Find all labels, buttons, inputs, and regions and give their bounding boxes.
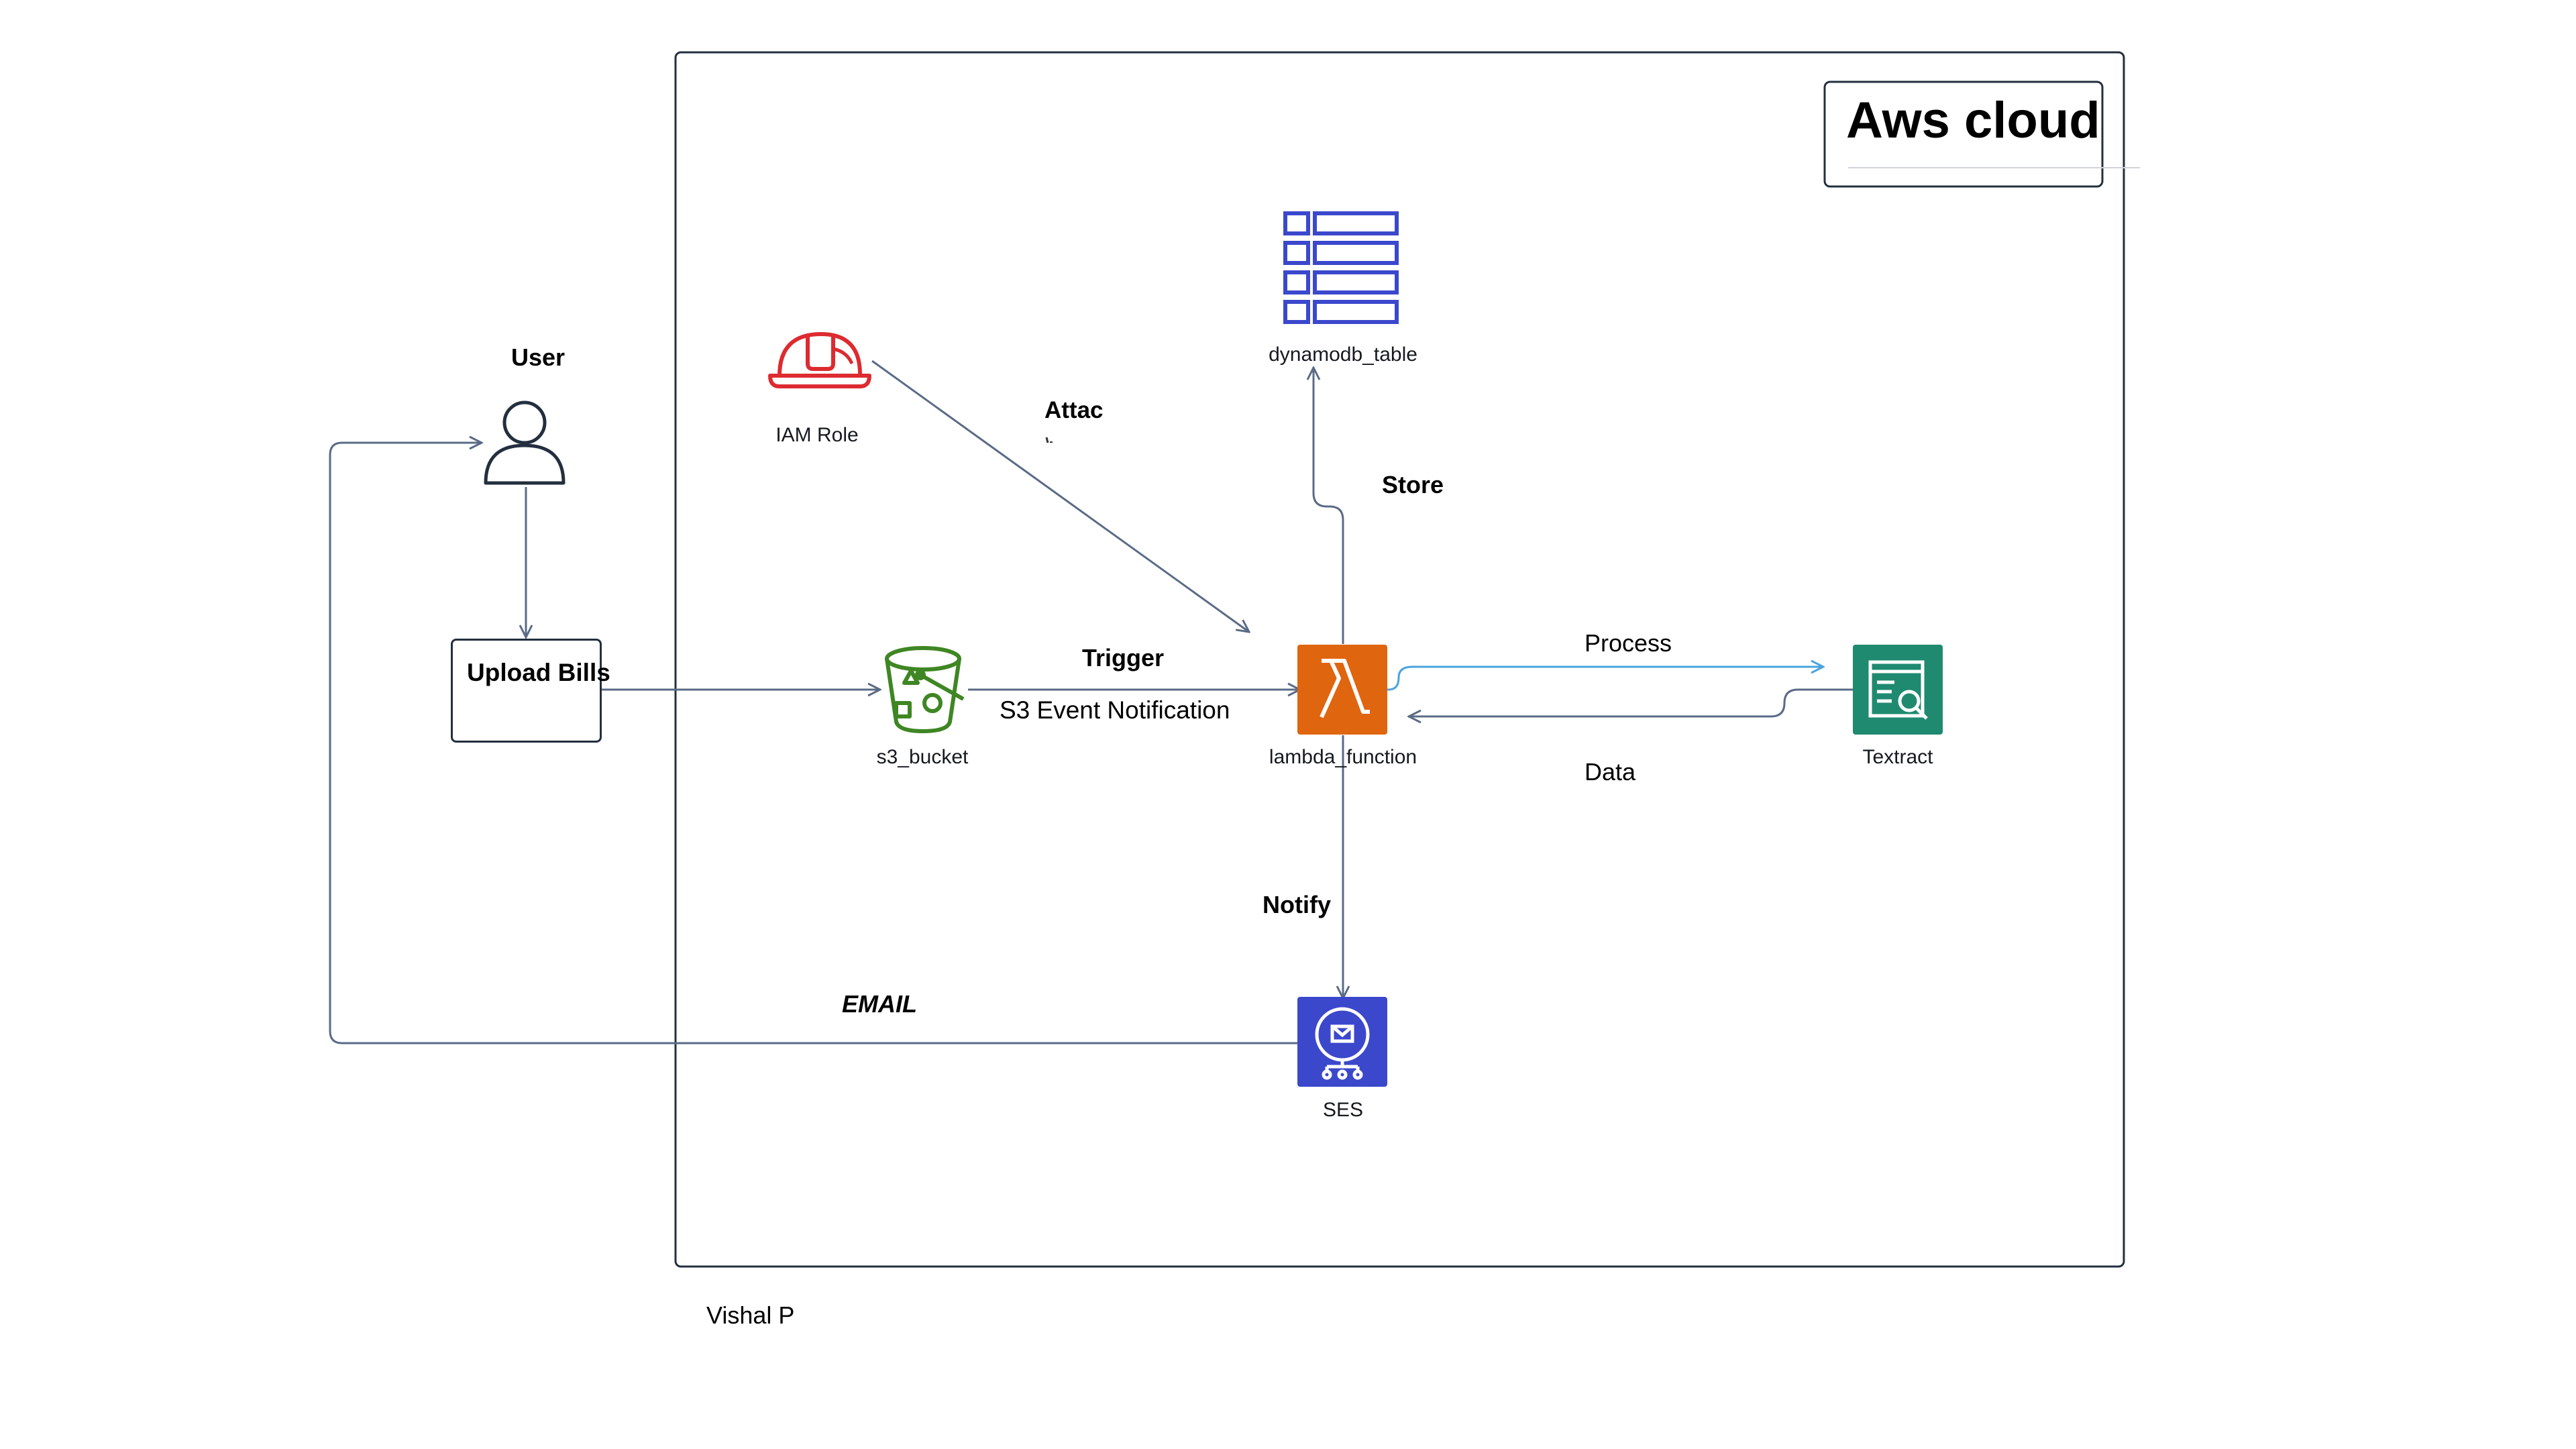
aws-cloud-title-box bbox=[1823, 80, 2104, 188]
author-credit: Vishal P bbox=[706, 1301, 795, 1329]
edge-lambda-textract bbox=[1387, 667, 1823, 691]
upload-bills-box[interactable] bbox=[451, 639, 602, 743]
ses-icon bbox=[1297, 997, 1387, 1087]
iam-role-icon bbox=[768, 331, 871, 388]
s3-bucket-label: s3_bucket bbox=[876, 746, 969, 768]
dynamodb-table-label: dynamodb_table bbox=[1269, 343, 1417, 366]
textract-icon bbox=[1853, 645, 1943, 735]
edge-label-email: EMAIL bbox=[842, 990, 917, 1018]
edge-label-process: Process bbox=[1585, 629, 1672, 657]
s3-bucket-icon bbox=[885, 646, 965, 733]
textract-label: Textract bbox=[1862, 746, 1933, 768]
ses-label: SES bbox=[1322, 1099, 1364, 1121]
edge-lambda-dynamo bbox=[1313, 368, 1344, 644]
edge-iam-lambda bbox=[871, 360, 1249, 632]
attach-label-fragment bbox=[1045, 437, 1049, 443]
lambda-function-icon bbox=[1297, 645, 1387, 735]
edge-label-attach: Attac bbox=[1044, 397, 1104, 423]
user-icon bbox=[484, 400, 566, 485]
edge-ses-user bbox=[329, 443, 1298, 1044]
edge-label-notify: Notify bbox=[1263, 891, 1331, 918]
upload-bills-label: Upload Bills bbox=[467, 659, 610, 686]
edge-textract-lambda bbox=[1409, 688, 1853, 716]
aws-cloud-group bbox=[674, 51, 2125, 1268]
edge-label-store: Store bbox=[1382, 471, 1444, 498]
user-label: User bbox=[511, 343, 566, 371]
iam-role-label: IAM Role bbox=[775, 424, 859, 446]
edge-label-data: Data bbox=[1585, 758, 1636, 786]
aws-cloud-title: Aws cloud bbox=[1846, 92, 2100, 149]
edge-label-trigger: Trigger bbox=[1082, 644, 1165, 672]
edge-label-s3-event: S3 Event Notification bbox=[1000, 696, 1230, 724]
dynamodb-table-icon bbox=[1283, 211, 1399, 324]
lambda-function-label: lambda_function bbox=[1269, 746, 1417, 768]
